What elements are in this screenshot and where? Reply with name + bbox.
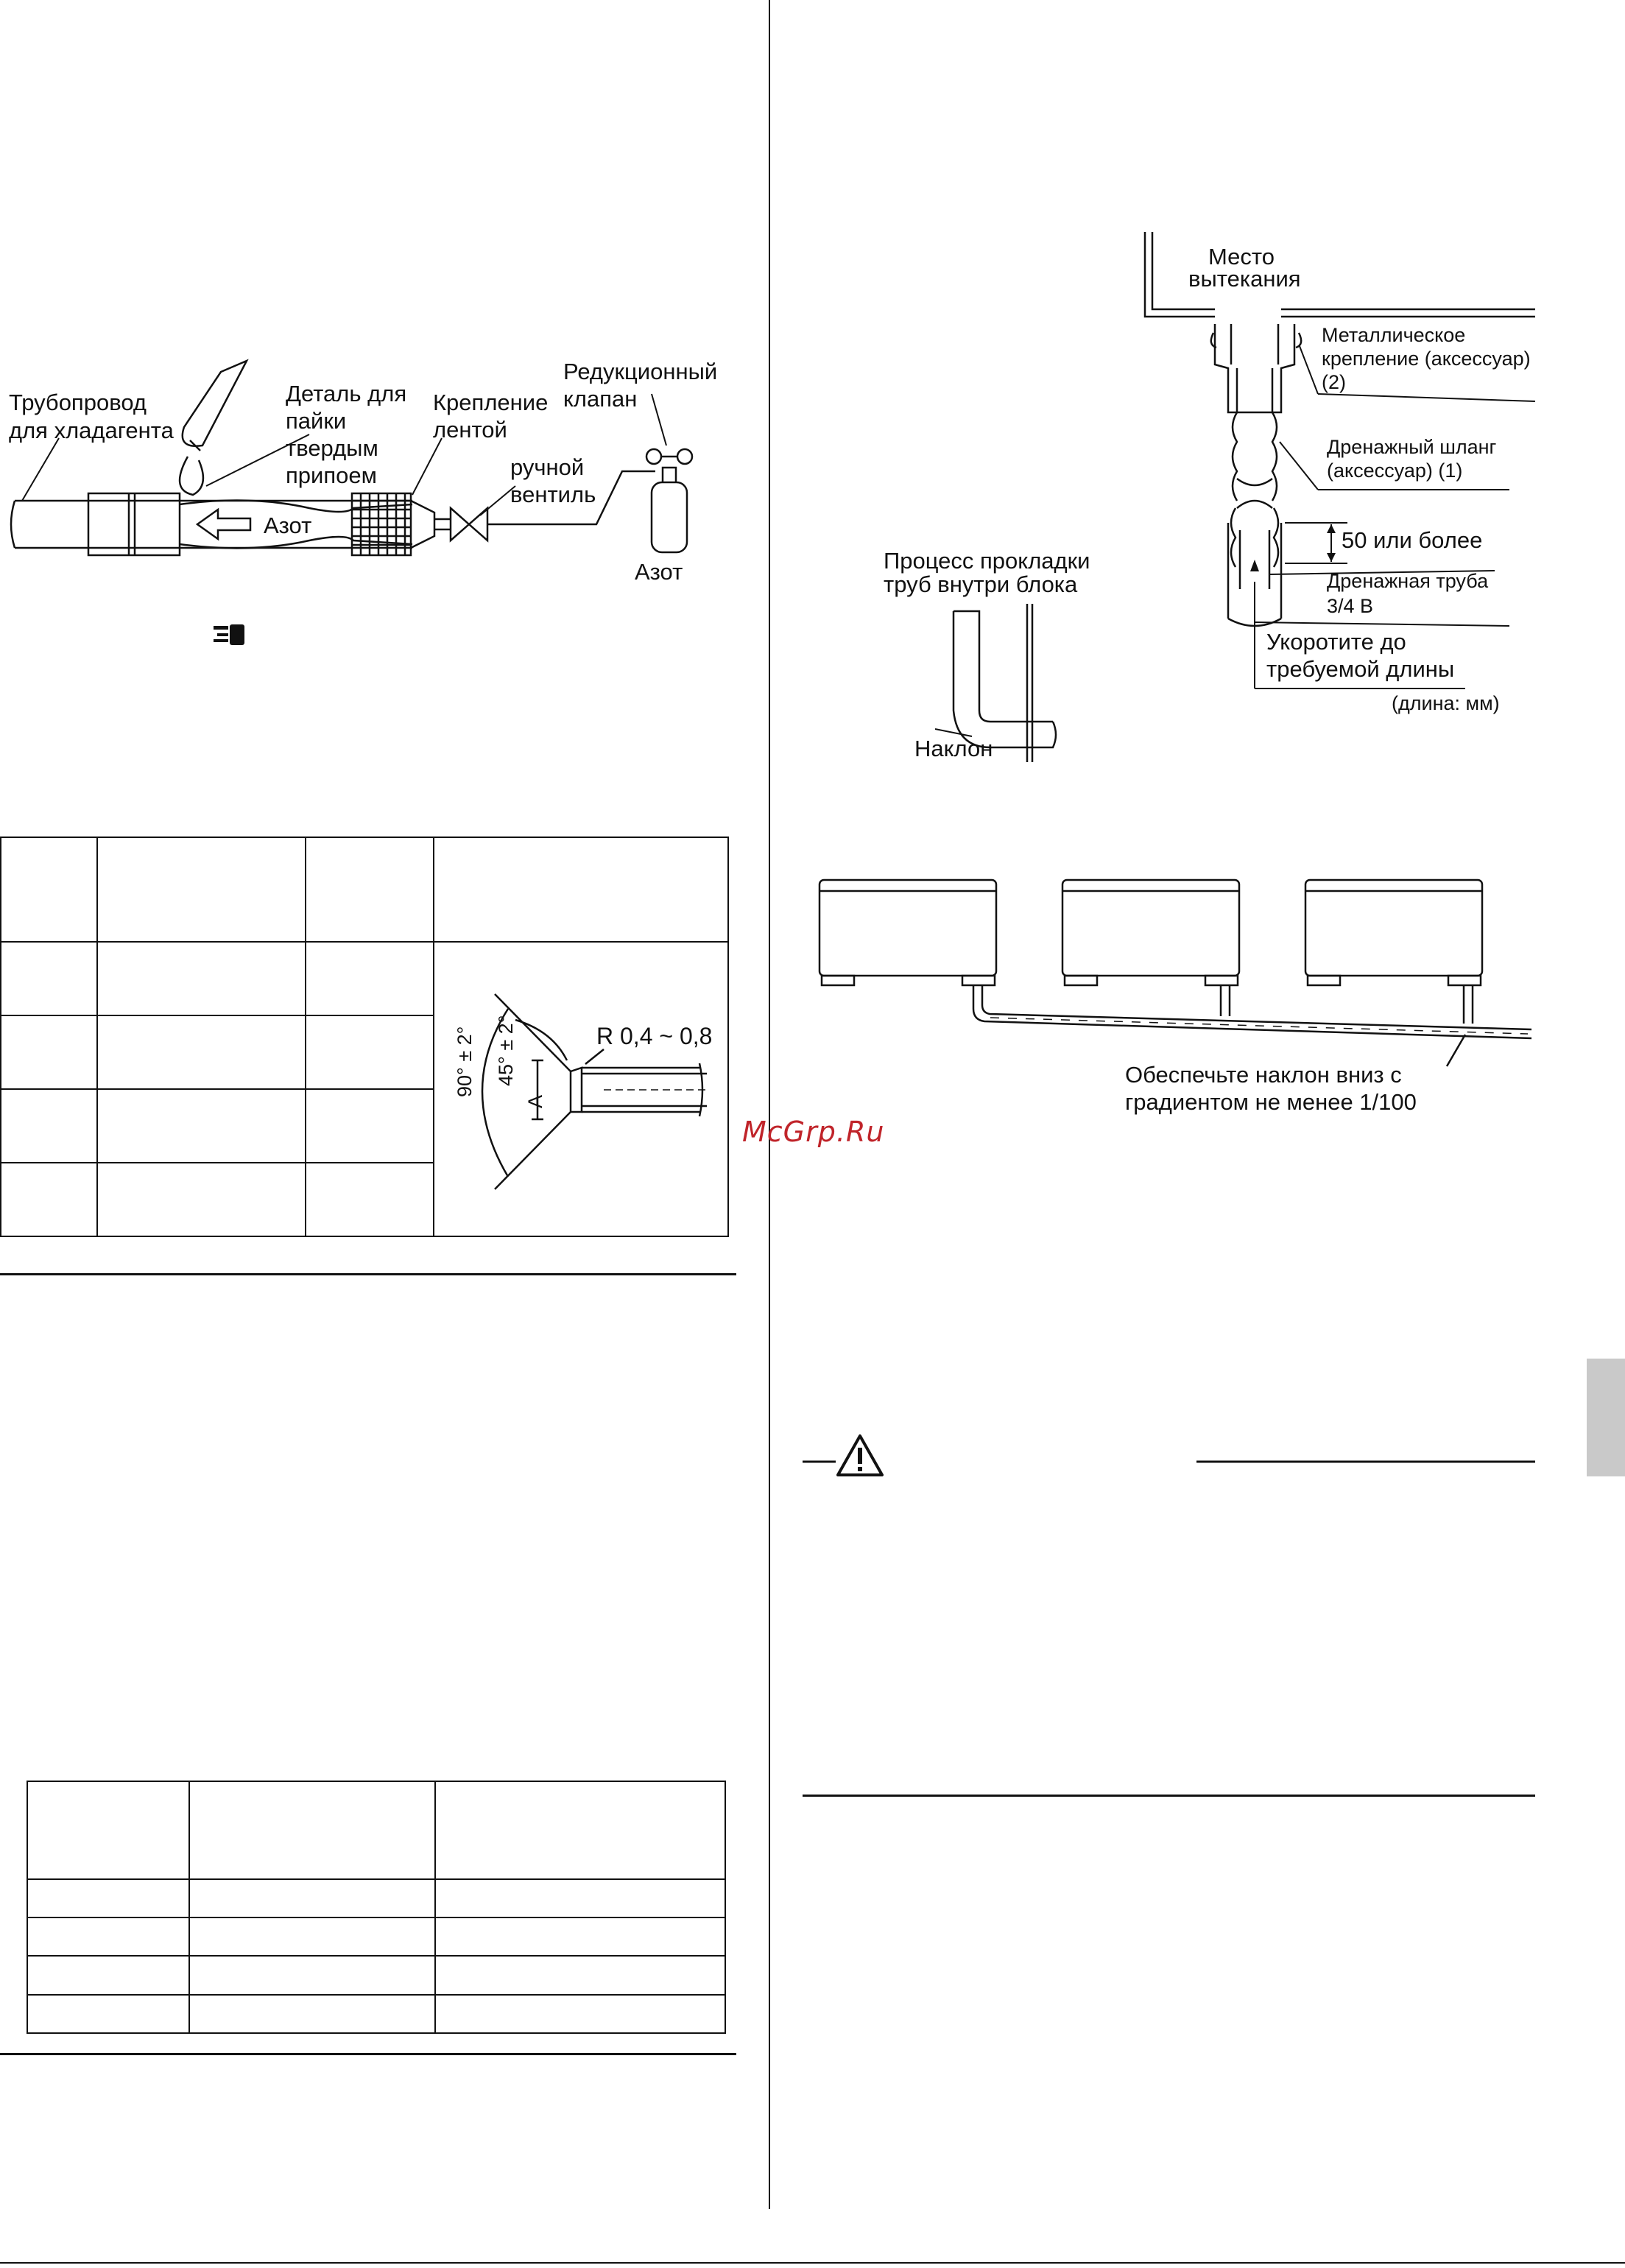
valve-label-line2: вентиль xyxy=(510,482,596,507)
table-cell xyxy=(96,1088,307,1163)
table-cell xyxy=(305,837,435,943)
routing-line2: труб внутри блока xyxy=(884,571,1078,597)
table-cell xyxy=(26,1955,191,1996)
leak-place-line2: вытекания xyxy=(1188,266,1301,292)
table-cell xyxy=(434,1917,726,1957)
spec-table xyxy=(26,1781,726,2035)
section-divider xyxy=(0,1273,736,1275)
drain-hose-line1: Дренажный шланг xyxy=(1327,436,1497,458)
flare-angle-90-label: 90° ± 2° xyxy=(454,1026,476,1097)
table-cell xyxy=(305,941,435,1016)
table-cell xyxy=(305,1162,435,1237)
metal-clamp-line1: Металлическое xyxy=(1322,324,1466,346)
table-cell xyxy=(188,1878,437,1919)
part-label-line2: пайки xyxy=(286,408,347,434)
table-cell xyxy=(26,1917,191,1957)
flare-figure-cell xyxy=(433,941,729,1237)
part-label-line4: припоем xyxy=(286,462,377,488)
section-divider xyxy=(803,1795,1535,1797)
pipe-label-line2: для хладагента xyxy=(9,418,174,443)
table-cell xyxy=(96,1162,307,1237)
drain-hose-line2: (аксессуар) (1) xyxy=(1327,459,1463,482)
table-cell xyxy=(26,1878,191,1919)
reference-hand-icon xyxy=(214,624,244,645)
table-cell xyxy=(0,837,99,943)
column-separator xyxy=(769,0,770,2209)
nitrogen-flow-label: Азот xyxy=(264,513,312,538)
table-cell xyxy=(96,1015,307,1090)
watermark: McGrp.Ru xyxy=(742,1116,885,1148)
nitrogen-tank-label: Азот xyxy=(635,559,683,585)
table-cell xyxy=(305,1088,435,1163)
gradient-note-line1: Обеспечьте наклон вниз с xyxy=(1125,1062,1402,1088)
part-label-line1: Деталь для xyxy=(286,381,407,406)
warning-icon xyxy=(836,1434,884,1476)
slope-label: Наклон xyxy=(914,736,993,761)
table-cell xyxy=(305,1015,435,1090)
cut-line1: Укоротите до xyxy=(1266,629,1406,655)
table-cell xyxy=(188,1781,437,1880)
table-cell xyxy=(26,1781,191,1880)
table-cell xyxy=(0,1015,99,1090)
table-cell xyxy=(0,1162,99,1237)
table-cell xyxy=(434,1955,726,1996)
pipe-label-line1: Трубопровод xyxy=(9,390,147,415)
table-cell xyxy=(188,1955,437,1996)
page-tab-marker xyxy=(1587,1359,1625,1476)
cut-line2: требуемой длины xyxy=(1266,656,1455,682)
page-bottom-rule xyxy=(0,2262,1625,2264)
part-label-line3: твердым xyxy=(286,435,378,461)
table-cell xyxy=(434,1781,726,1880)
drain-pipe-line2: 3/4 B xyxy=(1327,595,1374,617)
table-cell xyxy=(0,941,99,1016)
tape-label-line2: лентой xyxy=(433,417,507,443)
valve-label-line1: ручной xyxy=(510,454,585,480)
table-cell xyxy=(96,941,307,1016)
min-length-label: 50 или более xyxy=(1342,527,1483,553)
routing-line1: Процесс прокладки xyxy=(884,548,1090,574)
reducer-label-line1: Редукционный xyxy=(563,359,718,384)
table-cell xyxy=(434,1993,726,2035)
table-cell xyxy=(434,1878,726,1919)
section-divider xyxy=(0,2053,736,2055)
reducer-label-line2: клапан xyxy=(563,386,638,412)
tape-label-line1: Крепление xyxy=(433,390,549,415)
drain-pipe-line1: Дренажная труба xyxy=(1327,570,1489,592)
table-cell xyxy=(96,837,307,943)
table-cell xyxy=(188,1917,437,1957)
table-cell xyxy=(26,1993,191,2035)
flare-angle-45-label: 45° ± 2° xyxy=(495,1015,517,1086)
flare-table xyxy=(0,837,729,1237)
table-cell xyxy=(188,1993,437,2035)
leak-place-line1: Место xyxy=(1208,244,1275,270)
table-cell xyxy=(0,1088,99,1163)
flare-radius-label: R 0,4 ~ 0,8 xyxy=(596,1023,713,1049)
unit-note: (длина: мм) xyxy=(1392,692,1500,714)
table-cell xyxy=(433,837,729,943)
metal-clamp-line3: (2) xyxy=(1322,371,1346,393)
gradient-note-line2: градиентом не менее 1/100 xyxy=(1125,1089,1417,1115)
flare-dim-a-label: A xyxy=(524,1094,546,1108)
metal-clamp-line2: крепление (аксессуар) xyxy=(1322,348,1531,370)
